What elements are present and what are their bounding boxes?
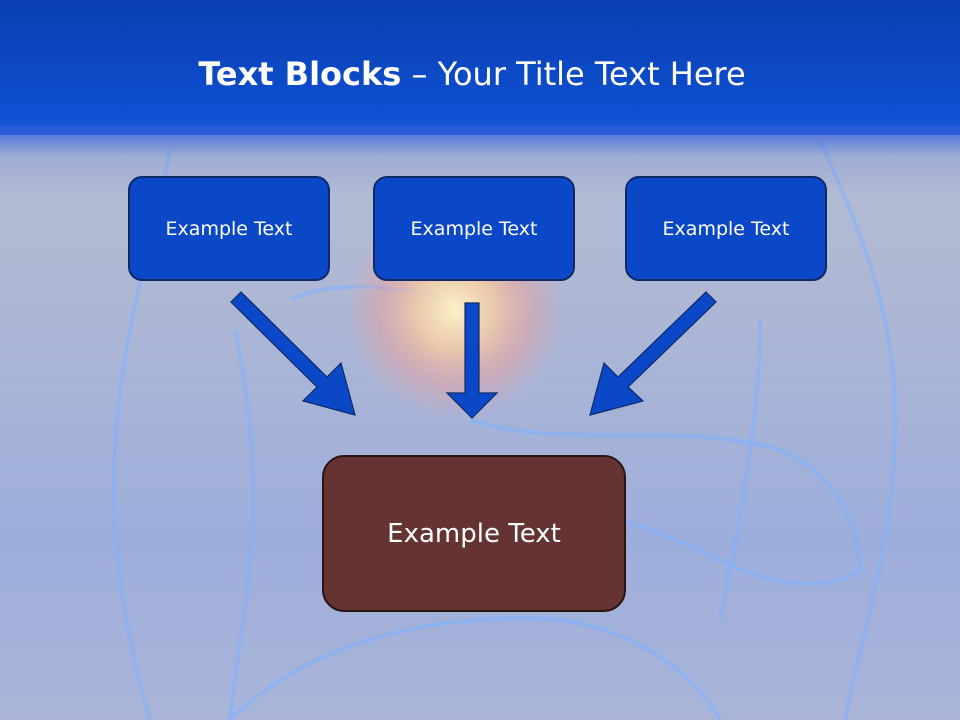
slide-title: Text Blocks – Your Title Text Here: [0, 52, 944, 96]
target-box: Example Text: [322, 455, 626, 612]
arrow-left-down-right: [230, 291, 356, 416]
title-dash: –: [401, 55, 438, 93]
arrow-center-down: [445, 302, 499, 419]
title-rest: Your Title Text Here: [437, 55, 746, 93]
text-box-1: Example Text: [128, 176, 330, 281]
title-bar: [0, 0, 960, 135]
arrow-right-down-left: [589, 291, 717, 416]
text-box-2: Example Text: [373, 176, 575, 281]
target-box-label: Example Text: [387, 518, 561, 549]
text-box-1-label: Example Text: [165, 217, 293, 240]
title-bold-part: Text Blocks: [198, 55, 402, 93]
text-box-2-label: Example Text: [410, 217, 538, 240]
text-box-3-label: Example Text: [662, 217, 790, 240]
text-box-3: Example Text: [625, 176, 827, 281]
